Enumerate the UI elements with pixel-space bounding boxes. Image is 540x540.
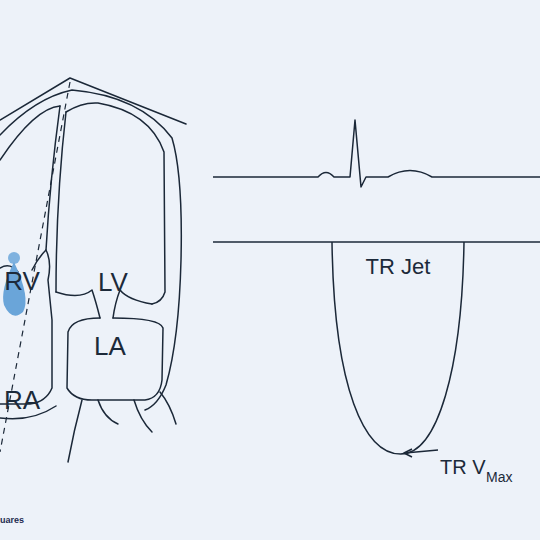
septum-lv-side	[56, 112, 66, 292]
ra-wall	[0, 250, 52, 404]
heart-chamber: RV	[0, 258, 44, 304]
sector-outline	[0, 78, 186, 124]
doppler-envelope: TR Jet	[332, 242, 464, 454]
lv-wall	[66, 103, 165, 304]
annotation-label: Max	[486, 469, 512, 485]
doppler-baseline	[213, 241, 540, 243]
mitral-leaflet	[56, 290, 100, 318]
septum-rv-side	[32, 106, 60, 270]
la-wall	[67, 318, 163, 400]
chamber-label: RV	[4, 266, 40, 297]
watermark: uares	[0, 515, 24, 525]
ecg-trace	[213, 120, 540, 187]
pulmonary-vein	[68, 400, 82, 462]
chamber-label: LA	[94, 331, 126, 362]
chamber-label: TR Jet	[366, 254, 431, 280]
chamber-label: RA	[4, 385, 40, 416]
pulmonary-vein	[98, 400, 118, 424]
pulmonary-vein	[134, 400, 152, 432]
heart-chamber: RA	[0, 378, 44, 422]
doppler-cursor	[0, 82, 70, 452]
heart-chamber: LA	[62, 324, 158, 368]
chamber-label: LV	[98, 267, 128, 298]
heart-outer-wall	[0, 90, 181, 410]
rv-free-wall	[0, 106, 60, 160]
heart-chamber: LV	[70, 258, 156, 306]
annotation-label: TR V	[440, 456, 486, 479]
pulmonary-vein	[160, 392, 176, 424]
